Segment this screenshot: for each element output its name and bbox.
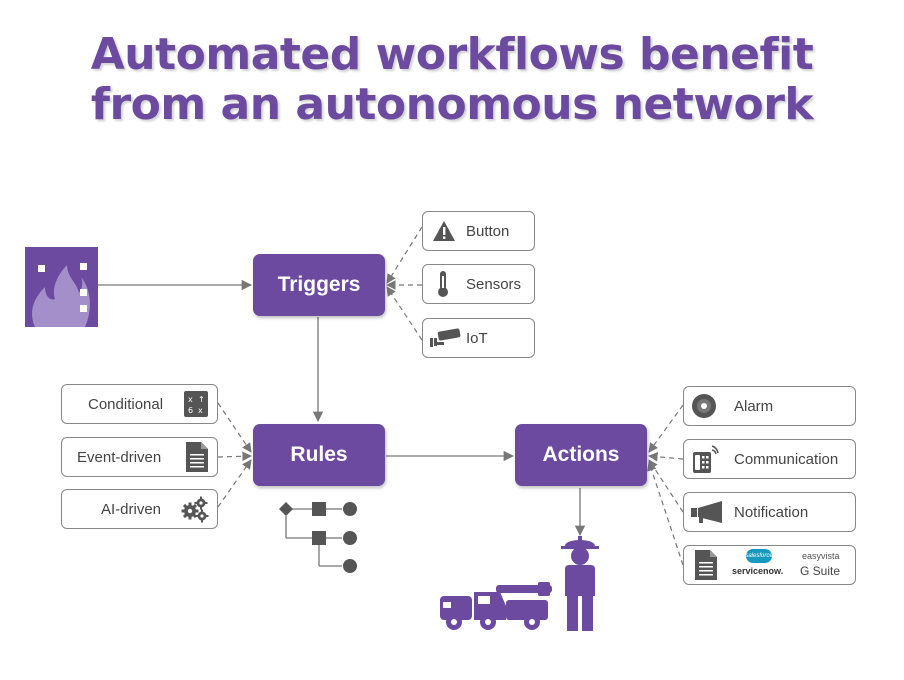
rule-conditional-label: Conditional (88, 395, 164, 413)
integrations-box: salesforce servicenow. easyvista G Suite (683, 545, 856, 585)
worker-icon (557, 536, 603, 632)
action-notification-box: Notification (683, 492, 856, 532)
action-communication-label: Communication (734, 450, 839, 468)
gears-icon (181, 495, 209, 523)
title-line-2: from an autonomous network (90, 79, 814, 130)
alarm-icon (691, 393, 717, 419)
action-communication-box: Communication (683, 439, 856, 479)
trigger-sensors-label: Sensors (466, 275, 522, 293)
trigger-button-label: Button (466, 222, 510, 240)
title-line-1: Automated workflows benefit (90, 29, 814, 80)
actions-node: Actions (515, 424, 647, 486)
trigger-button-box: Button (422, 211, 535, 251)
svg-text:x: x (198, 406, 203, 415)
action-alarm-label: Alarm (734, 397, 774, 415)
action-notification-label: Notification (734, 503, 809, 521)
trigger-iot-label: IoT (466, 329, 488, 347)
phone-icon (691, 444, 719, 474)
trigger-sensors-box: Sensors (422, 264, 535, 304)
gsuite-logo: G Suite (800, 564, 841, 578)
rule-event-driven-box: Event-driven (61, 437, 218, 477)
thermometer-icon (436, 270, 450, 298)
megaphone-icon (690, 500, 724, 524)
easyvista-logo: easyvista (802, 551, 840, 561)
page-title: Automated workflows benefit from an auto… (0, 30, 904, 130)
trigger-iot-box: IoT (422, 318, 535, 358)
document-icon (695, 550, 717, 580)
rule-event-driven-label: Event-driven (77, 448, 162, 466)
camera-icon (429, 327, 463, 349)
rules-node: Rules (253, 424, 385, 486)
triggers-node: Triggers (253, 254, 385, 316)
svg-text:↑: ↑ (198, 395, 205, 404)
svg-text:6: 6 (188, 406, 193, 415)
rule-ai-driven-box: AI-driven (61, 489, 218, 529)
servicenow-logo: servicenow. (732, 566, 784, 576)
fire-alarm-icon (25, 247, 98, 327)
bucket-truck-icon (440, 582, 552, 632)
rule-flow-icon (285, 508, 342, 567)
svg-text:x: x (188, 395, 193, 404)
action-alarm-box: Alarm (683, 386, 856, 426)
document-icon (186, 442, 208, 472)
salesforce-logo: salesforce (745, 549, 773, 563)
warning-icon (432, 220, 456, 242)
rule-ai-driven-label: AI-driven (101, 500, 162, 518)
